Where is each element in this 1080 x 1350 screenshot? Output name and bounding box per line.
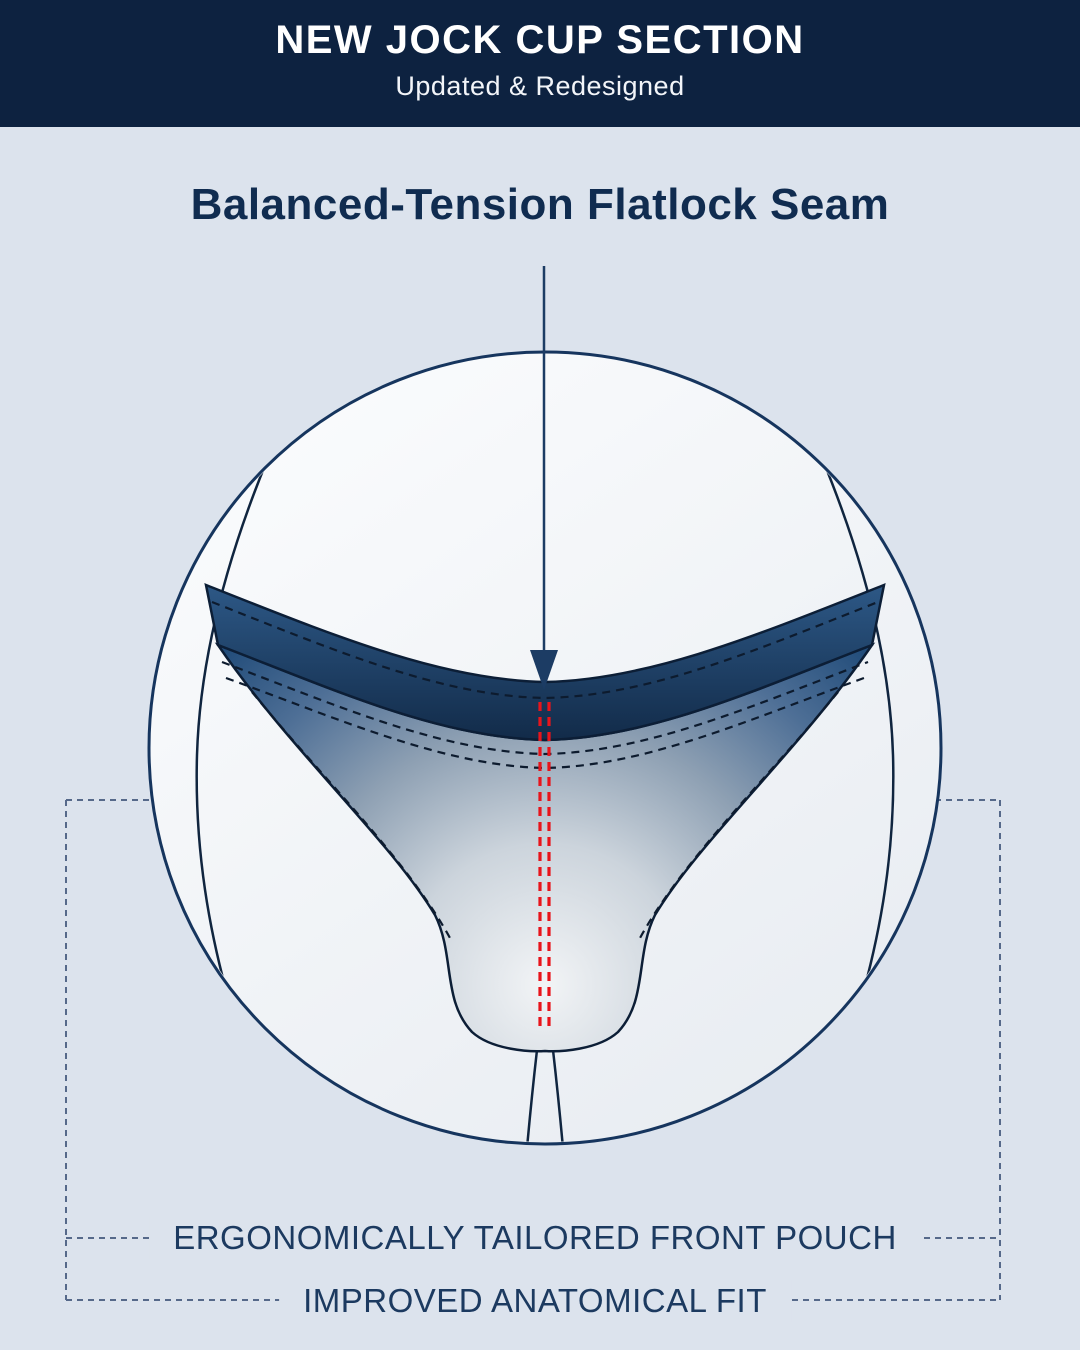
callout-front-pouch: ERGONOMICALLY TAILORED FRONT POUCH bbox=[149, 1217, 921, 1259]
waistband bbox=[204, 582, 886, 742]
header-banner: NEW JOCK CUP SECTION Updated & Redesigne… bbox=[0, 0, 1080, 127]
flatlock-seam-highlight bbox=[538, 702, 551, 1028]
seam-pointer-arrow-icon bbox=[530, 266, 558, 690]
callout-anatomical-fit: IMPROVED ANATOMICAL FIT bbox=[279, 1280, 791, 1322]
page-title: NEW JOCK CUP SECTION bbox=[275, 18, 805, 62]
stitch-lines bbox=[211, 600, 879, 939]
page-subtitle: Updated & Redesigned bbox=[395, 71, 685, 101]
section-heading: Balanced-Tension Flatlock Seam bbox=[190, 180, 890, 229]
